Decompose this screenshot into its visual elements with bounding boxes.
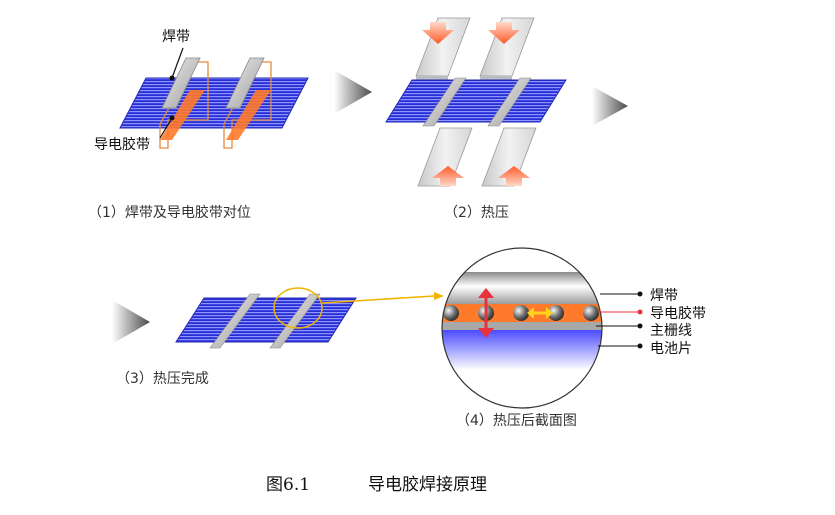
ribbon-right <box>225 57 265 109</box>
horizontal-flow-arrow-icon <box>527 307 553 319</box>
zoom-pointer <box>321 295 435 304</box>
ribbon <box>269 293 321 349</box>
ribbon <box>422 77 467 127</box>
legend-busbar: 主栅线 <box>650 323 692 339</box>
panel-2-hot-press <box>385 17 567 187</box>
legend-cell: 电池片 <box>650 341 692 357</box>
cs-ribbon <box>442 272 602 304</box>
solar-cell <box>175 297 357 343</box>
conductive-tape-left <box>159 61 209 149</box>
legend-conductive-tape: 导电胶带 <box>650 306 706 322</box>
arrow-right-icon <box>592 86 628 126</box>
legend-leaders <box>596 291 643 349</box>
panel-1-alignment <box>119 47 309 149</box>
caption-panel-1: （1）焊带及导电胶带对位 <box>88 205 251 221</box>
solar-cell <box>119 77 309 129</box>
label-ribbon: 焊带 <box>162 29 190 45</box>
vertical-pressure-arrow-icon <box>478 288 494 338</box>
caption-panel-2: （2）热压 <box>444 205 509 221</box>
pressure-arrow-down-icon <box>488 22 520 44</box>
zoom-highlight-circle <box>273 287 323 329</box>
ribbon <box>487 77 532 127</box>
cs-cell <box>442 330 602 370</box>
ribbon <box>209 293 261 349</box>
pressure-arrow-down-icon <box>422 22 454 44</box>
legend-ribbon: 焊带 <box>650 288 678 304</box>
label-conductive-tape: 导电胶带 <box>94 137 150 153</box>
cs-busbar <box>442 322 602 330</box>
caption-panel-3: （3）热压完成 <box>116 371 209 387</box>
label-leader-tape <box>159 117 173 139</box>
figure-number: 图6.1 <box>266 475 311 495</box>
pressure-arrow-up-icon <box>498 166 530 186</box>
solar-cell <box>385 79 567 123</box>
pressure-arrow-up-icon <box>432 166 464 186</box>
arrow-right-icon <box>334 70 372 114</box>
label-leader-ribbon <box>171 47 184 79</box>
caption-panel-4: （4）热压后截面图 <box>456 413 577 429</box>
panel-3-completed <box>175 287 444 349</box>
conductive-tape-right <box>223 61 272 149</box>
panel-4-cross-section <box>441 247 643 409</box>
ribbon-left <box>161 57 201 109</box>
arrow-right-icon <box>112 300 150 344</box>
figure-title: 导电胶焊接原理 <box>368 475 487 495</box>
